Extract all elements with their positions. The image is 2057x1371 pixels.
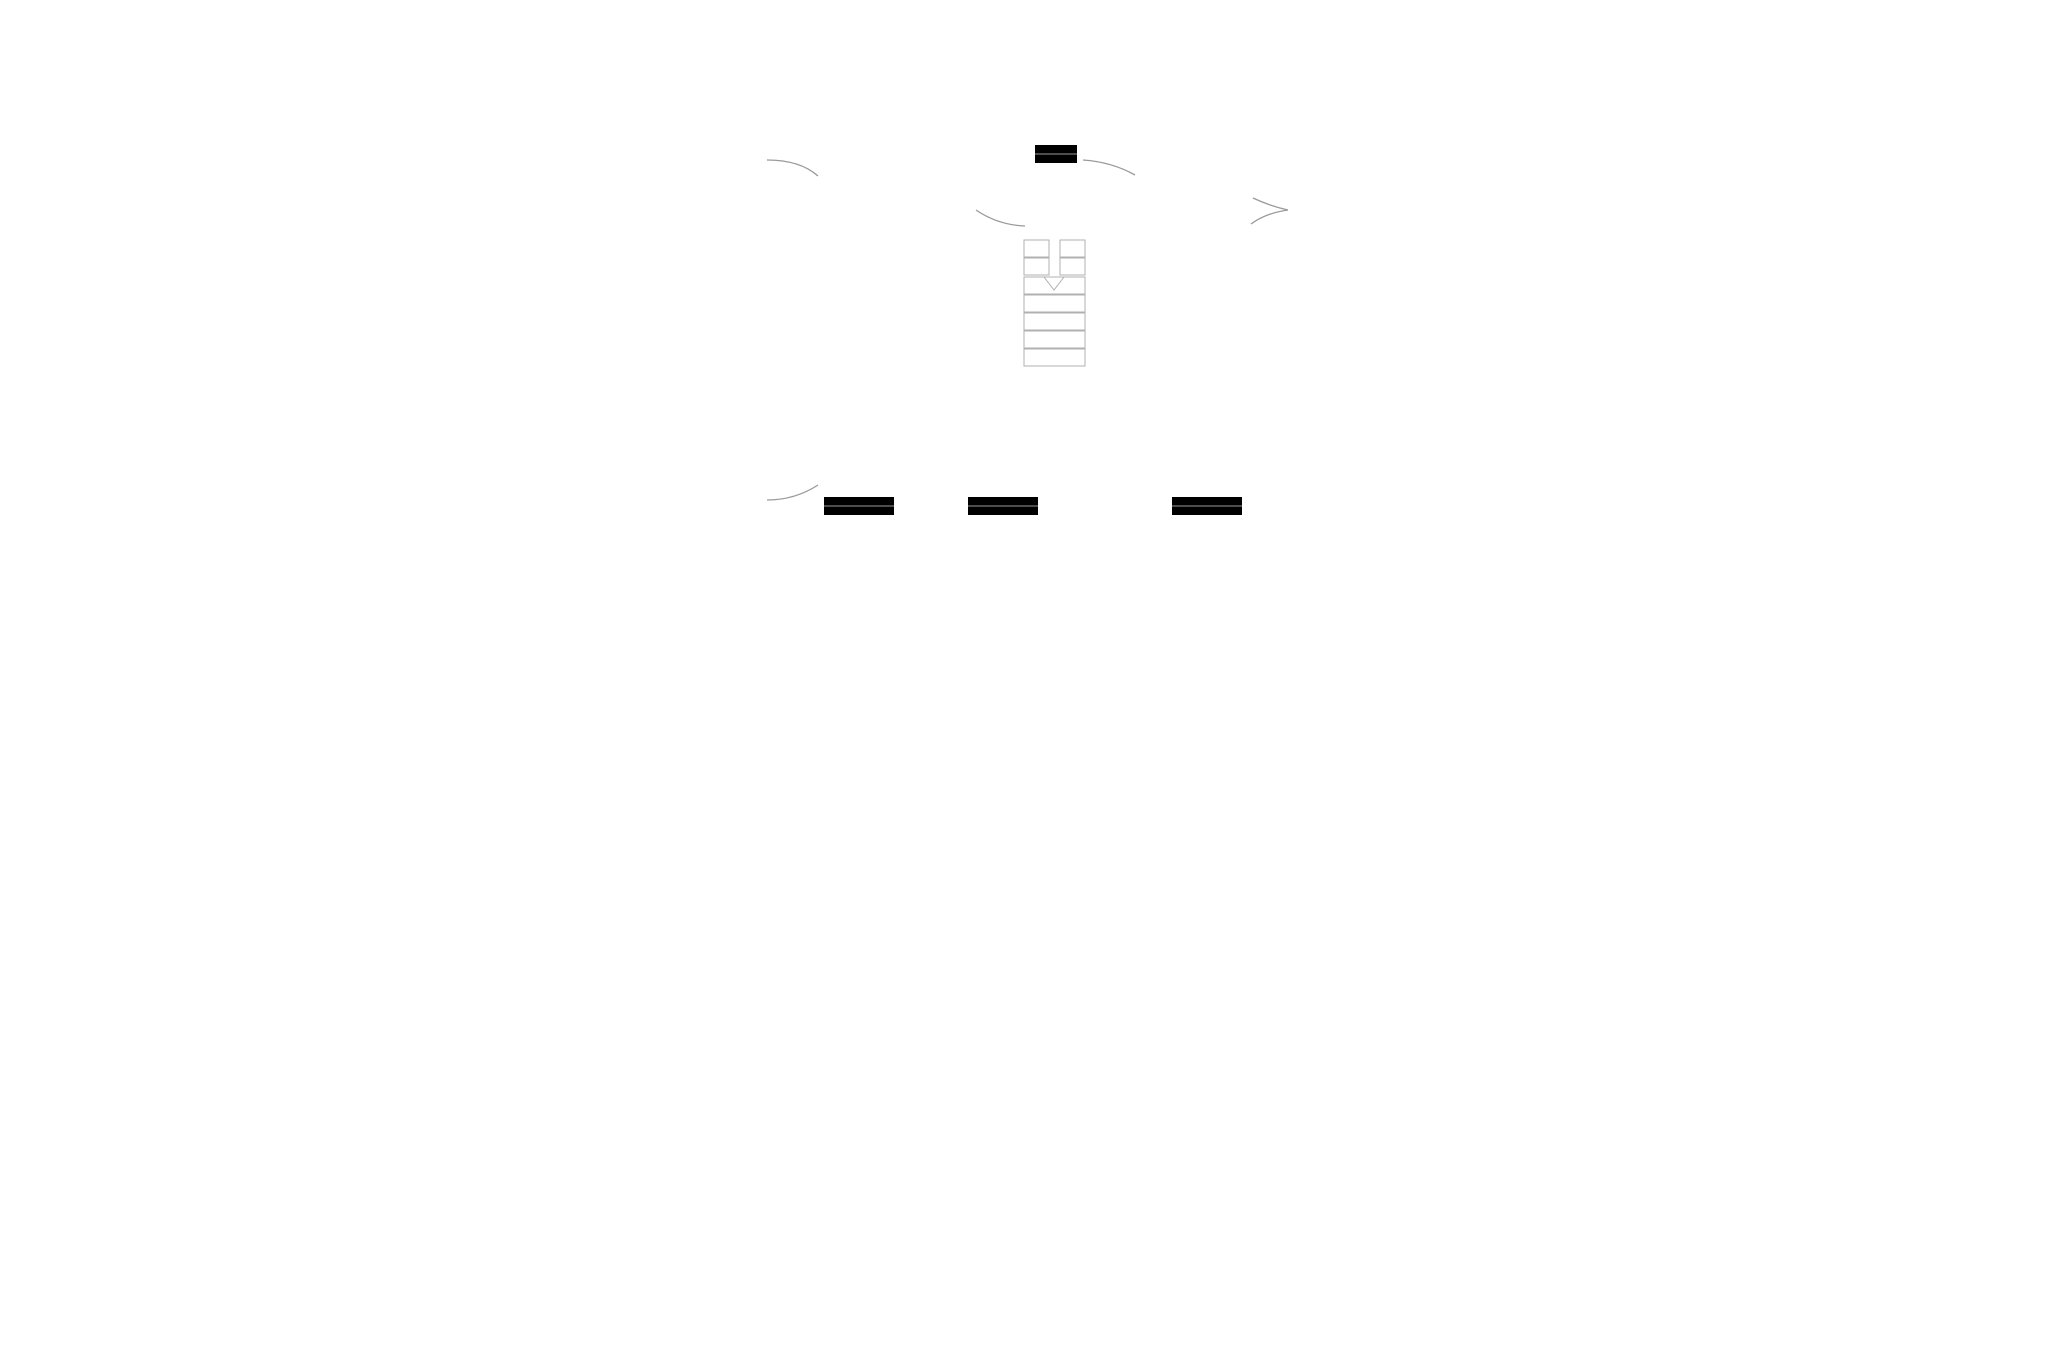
bar-bottom-middle <box>968 497 1038 515</box>
cell-row-4 <box>1023 294 1086 313</box>
arc-top-left <box>766 159 819 177</box>
bar-top <box>1035 145 1077 163</box>
cell-row-6 <box>1023 330 1086 349</box>
cell-stack <box>1023 239 1086 367</box>
bar-bottom-left <box>824 497 894 515</box>
cell-second-right <box>1059 257 1086 276</box>
arc-top-right <box>1082 159 1136 176</box>
bar-bottom-right <box>1172 497 1242 515</box>
cell-third <box>1023 276 1086 295</box>
cell-top-right <box>1059 239 1086 258</box>
arrowhead-icon <box>1250 197 1289 225</box>
arc-bottom-left <box>766 484 819 501</box>
cell-notch <box>1043 276 1065 291</box>
cell-top-left <box>1023 239 1050 258</box>
cell-row-5 <box>1023 312 1086 331</box>
cell-second-left <box>1023 257 1050 276</box>
cell-row-7 <box>1023 348 1086 367</box>
arc-center-left <box>975 209 1026 227</box>
